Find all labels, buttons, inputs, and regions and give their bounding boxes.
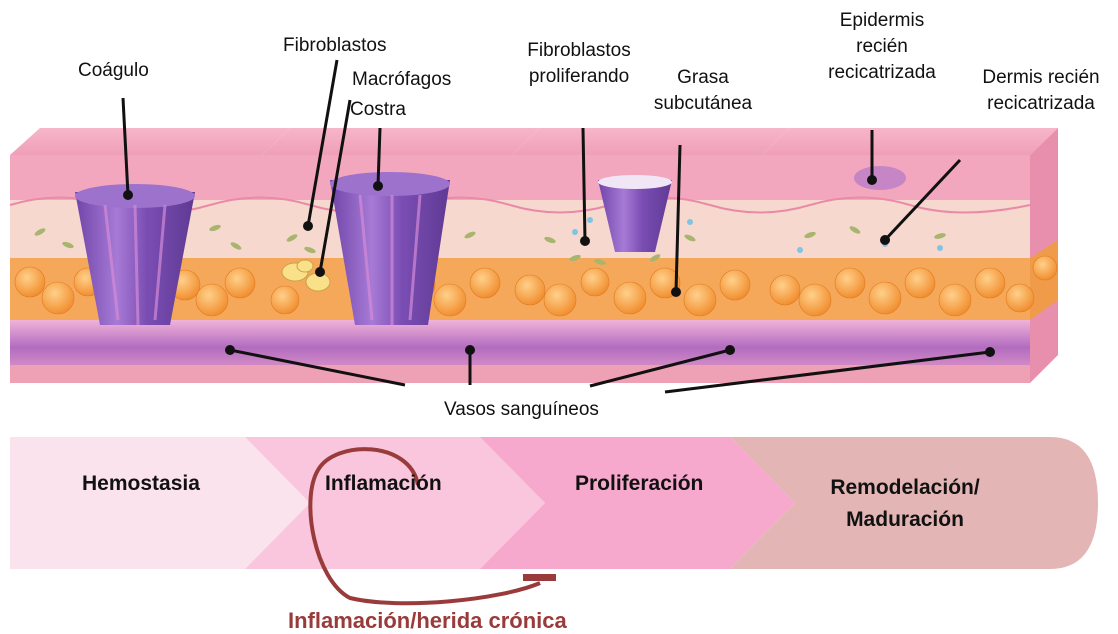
label-dermis: Dermis recién recicatrizada xyxy=(968,65,1114,117)
skin-block-proliferacion xyxy=(512,128,790,383)
stage-label-remodelacion: Remodelación/ Maduración xyxy=(810,472,1000,536)
chronic-inflammation-label: Inflamación/herida crónica xyxy=(288,608,567,634)
label-grasa-line2: subcutánea xyxy=(648,91,758,117)
stage-label-remodelacion-line2: Maduración xyxy=(810,504,1000,536)
label-macrofagos: Macrófagos xyxy=(352,67,451,93)
stage-label-inflamacion: Inflamación xyxy=(325,472,442,496)
skin-block-remodelacion xyxy=(762,128,1058,383)
label-epidermis-line3: recicatrizada xyxy=(815,60,949,86)
stage-label-proliferacion: Proliferación xyxy=(575,472,703,496)
stage-label-remodelacion-line1: Remodelación/ xyxy=(810,472,1000,504)
label-fibroblastos-proliferando: Fibroblastos proliferando xyxy=(514,38,644,90)
label-fibroblastos-proliferando-line1: Fibroblastos xyxy=(514,38,644,64)
label-fibroblastos-proliferando-line2: proliferando xyxy=(514,64,644,90)
label-dermis-line2: recicatrizada xyxy=(968,91,1114,117)
label-coagulo: Coágulo xyxy=(78,58,149,84)
label-grasa-subcutanea: Grasa subcutánea xyxy=(648,65,758,117)
label-grasa-line1: Grasa xyxy=(648,65,758,91)
label-dermis-line1: Dermis recién xyxy=(968,65,1114,91)
chronic-loop-arrowhead xyxy=(523,574,556,581)
label-fibroblastos: Fibroblastos xyxy=(283,33,387,59)
label-vasos-sanguineos: Vasos sanguíneos xyxy=(444,397,599,423)
label-epidermis-line2: recién xyxy=(815,34,949,60)
label-epidermis: Epidermis recién recicatrizada xyxy=(815,8,949,86)
label-epidermis-line1: Epidermis xyxy=(815,8,949,34)
label-costra: Costra xyxy=(350,97,406,123)
new-epidermis-mark xyxy=(854,166,906,190)
stage-label-hemostasia: Hemostasia xyxy=(82,472,200,496)
